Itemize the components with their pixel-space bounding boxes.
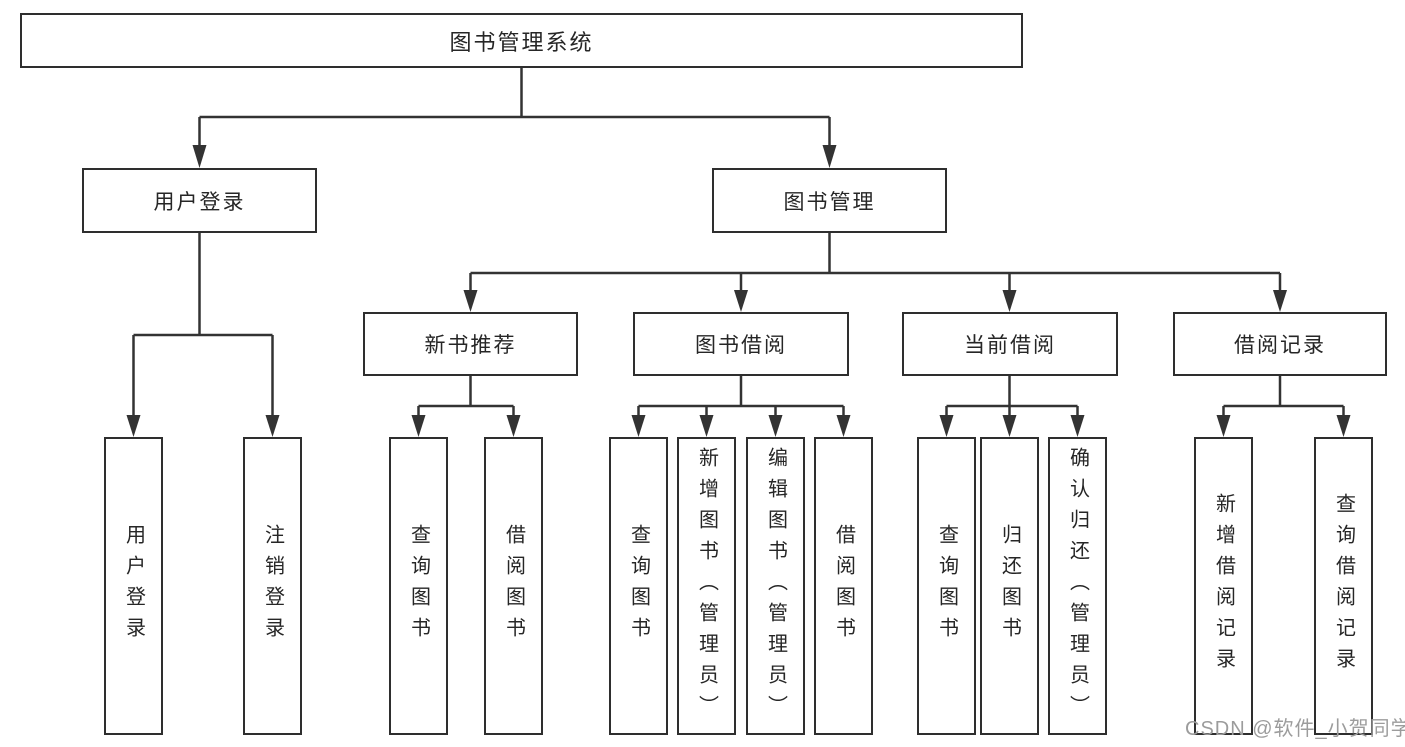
leaf-logout: 注销登录 xyxy=(243,437,302,735)
connector-user-login-to-leaves xyxy=(126,233,280,437)
leaf-query-books-borrow: 查询图书 xyxy=(609,437,668,735)
node-current-borrow: 当前借阅 xyxy=(902,312,1118,376)
leaf-confirm-return-admin: 确认归还（管理员） xyxy=(1048,437,1107,735)
node-new-book-recommend: 新书推荐 xyxy=(363,312,578,376)
leaf-query-books-current: 查询图书 xyxy=(917,437,976,735)
leaf-add-books-admin: 新增图书（管理员） xyxy=(677,437,736,735)
node-user-login-branch: 用户登录 xyxy=(82,168,317,233)
node-book-management-branch: 图书管理 xyxy=(712,168,947,233)
node-borrow-records: 借阅记录 xyxy=(1173,312,1387,376)
node-root-library-management-system: 图书管理系统 xyxy=(20,13,1023,68)
leaf-query-books-recommend: 查询图书 xyxy=(389,437,448,735)
connector-new-book-recommend-to-leaves xyxy=(411,376,521,437)
connector-current-borrow-to-leaves xyxy=(939,376,1085,437)
leaf-borrow-books: 借阅图书 xyxy=(814,437,873,735)
connector-root-to-branches xyxy=(192,68,837,168)
leaf-edit-books-admin: 编辑图书（管理员） xyxy=(746,437,805,735)
node-book-borrow: 图书借阅 xyxy=(633,312,849,376)
leaf-borrow-books-recommend: 借阅图书 xyxy=(484,437,543,735)
leaf-add-borrow-record: 新增借阅记录 xyxy=(1194,437,1253,735)
connector-borrow-records-to-leaves xyxy=(1216,376,1351,437)
leaf-user-login: 用户登录 xyxy=(104,437,163,735)
leaf-query-borrow-record: 查询借阅记录 xyxy=(1314,437,1373,735)
leaf-return-books: 归还图书 xyxy=(980,437,1039,735)
watermark: CSDN @软件_小贺同学 xyxy=(1185,718,1405,740)
connector-book-borrow-to-leaves xyxy=(631,376,851,437)
connector-book-management-to-modules xyxy=(463,233,1287,312)
